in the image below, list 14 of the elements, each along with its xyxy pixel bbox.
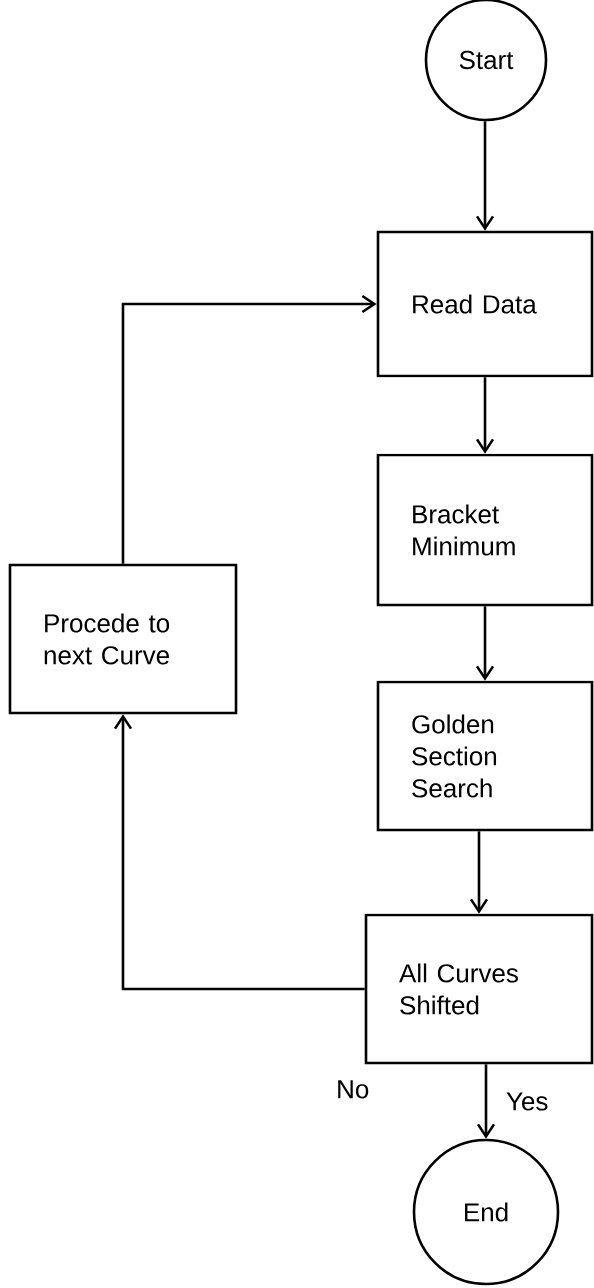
process-box: All Curves Shifted (364, 913, 594, 1065)
arrow (475, 377, 495, 454)
arrow (476, 1064, 496, 1139)
arrow (121, 294, 377, 564)
process-box: Read Data (376, 230, 594, 378)
arrow (475, 606, 495, 681)
arrow (475, 121, 495, 231)
arrow (469, 831, 489, 914)
arrow (113, 714, 365, 991)
edge-label: Yes (506, 1092, 548, 1111)
process-box: Bracket Minimum (376, 453, 594, 607)
process-box: Golden Section Search (376, 680, 594, 832)
process-box: Procede to next Curve (8, 563, 238, 715)
edge-label: No (338, 1080, 369, 1099)
